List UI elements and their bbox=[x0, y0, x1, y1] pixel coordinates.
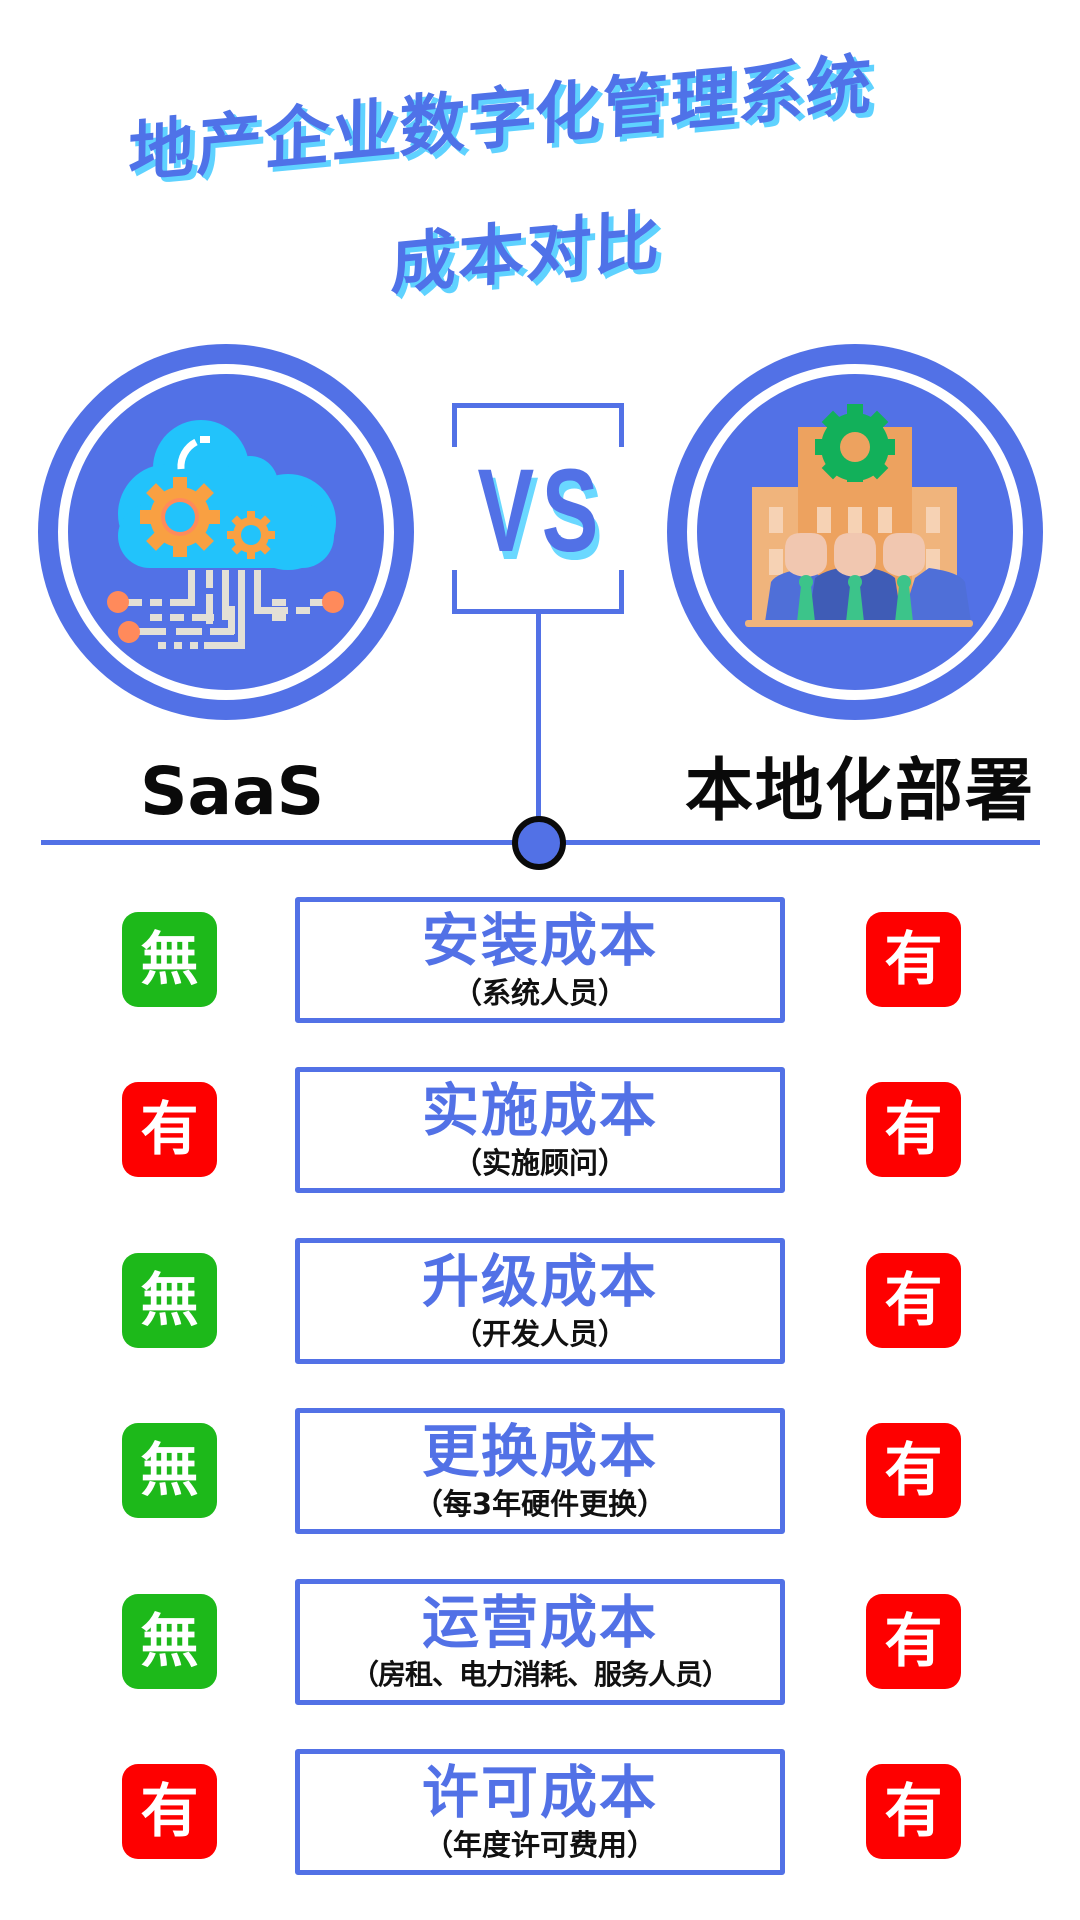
saas-badge-no: 無 bbox=[122, 912, 217, 1007]
cost-row-operation: 無 运营成本 （房租、电力消耗、服务人员） 有 bbox=[0, 1579, 1080, 1705]
cost-row-implementation: 有 实施成本 （实施顾问） 有 bbox=[0, 1067, 1080, 1193]
cloud-gears-icon bbox=[107, 420, 344, 649]
vs-letter-v: V bbox=[477, 445, 535, 577]
connector-node bbox=[512, 816, 566, 870]
building-team-icon bbox=[745, 404, 973, 627]
local-badge-yes: 有 bbox=[866, 1594, 961, 1689]
cost-subtitle: （系统人员） bbox=[452, 976, 627, 1010]
vs-text: V S bbox=[476, 445, 600, 577]
vs-connector-line bbox=[536, 612, 541, 824]
cost-subtitle: （实施顾问） bbox=[452, 1146, 627, 1180]
vs-bracket-bottom bbox=[452, 570, 624, 614]
saas-badge-no: 無 bbox=[122, 1594, 217, 1689]
local-badge-yes: 有 bbox=[866, 1423, 961, 1518]
local-icon-circle bbox=[667, 344, 1043, 720]
cost-title: 实施成本 bbox=[422, 1078, 658, 1144]
saas-label: SaaS bbox=[140, 753, 325, 830]
cost-box: 安装成本 （系统人员） bbox=[295, 897, 785, 1023]
saas-icon-circle bbox=[38, 344, 414, 720]
cost-row-license: 有 许可成本 （年度许可费用） 有 bbox=[0, 1749, 1080, 1875]
cost-box: 实施成本 （实施顾问） bbox=[295, 1067, 785, 1193]
title-block: 地产企业数字化管理系统 成本对比 bbox=[0, 0, 1080, 320]
cost-subtitle: （年度许可费用） bbox=[423, 1828, 656, 1862]
cost-row-replacement: 無 更换成本 （每3年硬件更换） 有 bbox=[0, 1408, 1080, 1534]
cost-box: 许可成本 （年度许可费用） bbox=[295, 1749, 785, 1875]
local-badge-yes: 有 bbox=[866, 1253, 961, 1348]
saas-badge-yes: 有 bbox=[122, 1764, 217, 1859]
cost-subtitle: （房租、电力消耗、服务人员） bbox=[350, 1658, 730, 1691]
cost-box: 升级成本 （开发人员） bbox=[295, 1238, 785, 1364]
local-badge-yes: 有 bbox=[866, 1764, 961, 1859]
circle-ring bbox=[58, 364, 394, 700]
local-deployment-label: 本地化部署 bbox=[684, 752, 1035, 831]
cost-title: 许可成本 bbox=[422, 1760, 658, 1826]
local-badge-yes: 有 bbox=[866, 1082, 961, 1177]
page-title: 地产企业数字化管理系统 bbox=[128, 45, 874, 192]
cost-row-install: 無 安装成本 （系统人员） 有 bbox=[0, 897, 1080, 1023]
cost-subtitle: （每3年硬件更换） bbox=[413, 1487, 667, 1521]
cost-title: 更换成本 bbox=[422, 1419, 658, 1485]
vs-letter-s: S bbox=[541, 445, 599, 577]
local-badge-yes: 有 bbox=[866, 912, 961, 1007]
cost-subtitle: （开发人员） bbox=[452, 1317, 627, 1351]
page-subtitle: 成本对比 bbox=[390, 201, 662, 304]
cost-title: 安装成本 bbox=[422, 908, 658, 974]
vs-box: V S bbox=[452, 403, 624, 614]
cost-box: 运营成本 （房租、电力消耗、服务人员） bbox=[295, 1579, 785, 1705]
circle-ring bbox=[687, 364, 1023, 700]
cost-title: 升级成本 bbox=[422, 1249, 658, 1315]
saas-badge-no: 無 bbox=[122, 1253, 217, 1348]
cost-row-upgrade: 無 升级成本 （开发人员） 有 bbox=[0, 1238, 1080, 1364]
cost-box: 更换成本 （每3年硬件更换） bbox=[295, 1408, 785, 1534]
vs-bracket-top bbox=[452, 403, 624, 447]
saas-badge-yes: 有 bbox=[122, 1082, 217, 1177]
cost-title: 运营成本 bbox=[422, 1590, 658, 1656]
saas-badge-no: 無 bbox=[122, 1423, 217, 1518]
